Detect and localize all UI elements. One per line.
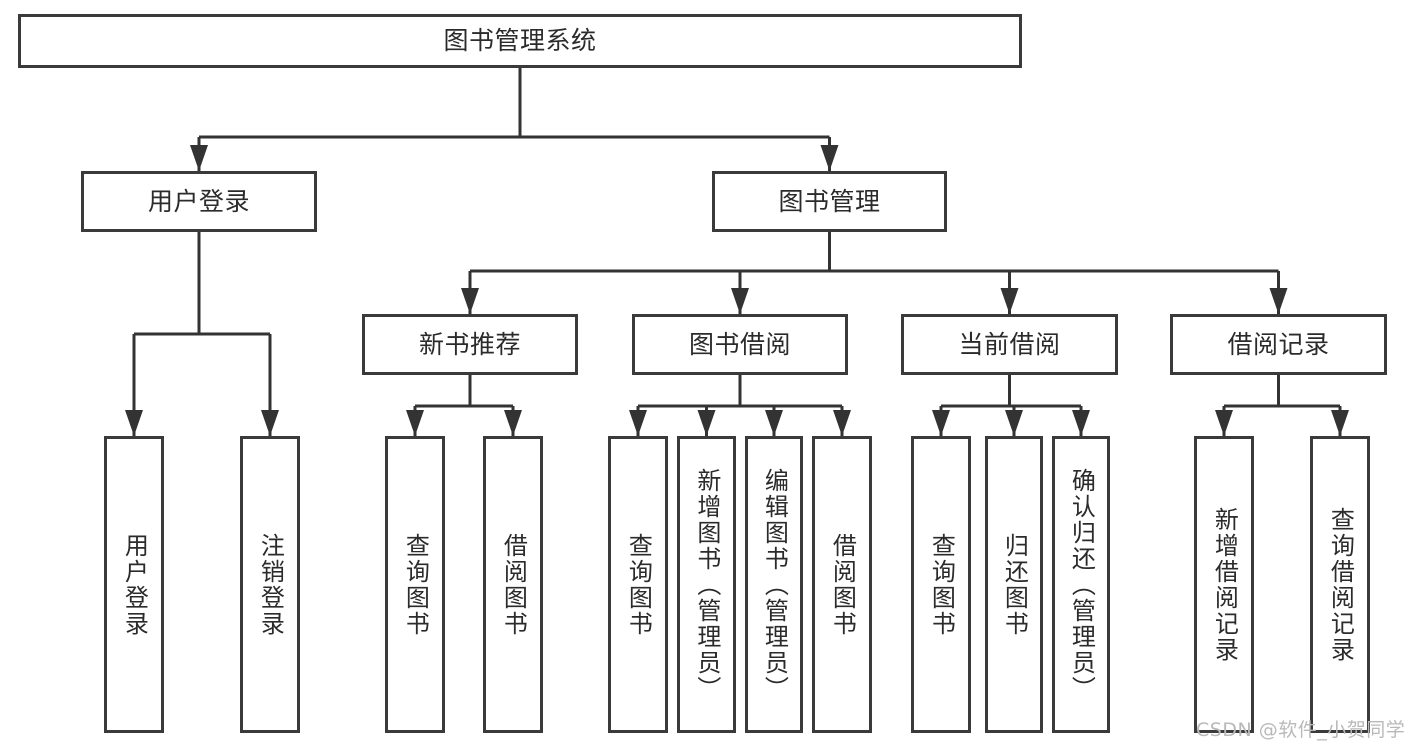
- arrowhead-icon-leaf-query-book-3: [932, 410, 950, 436]
- node-book-manage[interactable]: 图书管理: [712, 171, 947, 232]
- arrowhead-icon-leaf-return-book: [1005, 410, 1023, 436]
- arrowhead-icon-new-book-recommend: [461, 288, 479, 314]
- node-leaf-edit-book[interactable]: 编辑图书（管理员）: [745, 436, 803, 733]
- arrowhead-icon-leaf-add-record: [1215, 410, 1233, 436]
- arrowhead-icon-leaf-confirm-return: [1072, 410, 1090, 436]
- arrowhead-icon-user-login: [190, 145, 208, 171]
- node-leaf-borrow-book-1[interactable]: 借阅图书: [483, 436, 543, 733]
- node-label-root: 图书管理系统: [443, 26, 597, 55]
- node-label-leaf-query-record: 查询借阅记录: [1326, 506, 1355, 663]
- node-label-leaf-edit-book: 编辑图书（管理员）: [760, 467, 789, 702]
- node-leaf-user-login[interactable]: 用户登录: [104, 436, 164, 733]
- node-leaf-confirm-return[interactable]: 确认归还（管理员）: [1052, 436, 1110, 733]
- node-label-leaf-borrow-book-1: 借阅图书: [499, 532, 528, 637]
- arrowhead-icon-current-borrow: [1000, 288, 1019, 314]
- node-label-leaf-logout: 注销登录: [256, 532, 285, 637]
- node-leaf-query-book-2[interactable]: 查询图书: [608, 436, 668, 733]
- csdn-watermark: CSDN @软件_小贺同学: [1196, 719, 1405, 741]
- node-label-user-login: 用户登录: [147, 186, 250, 216]
- arrowhead-icon-leaf-query-book-2: [629, 410, 647, 436]
- node-leaf-return-book[interactable]: 归还图书: [985, 436, 1043, 733]
- arrowhead-icon-leaf-query-record: [1331, 410, 1349, 436]
- arrowhead-icon-book-manage: [820, 145, 839, 171]
- node-label-leaf-query-book-1: 查询图书: [401, 532, 430, 637]
- node-label-leaf-query-book-3: 查询图书: [927, 532, 956, 637]
- arrowhead-icon-leaf-edit-book: [765, 410, 783, 436]
- node-leaf-add-book[interactable]: 新增图书（管理员）: [677, 436, 736, 733]
- node-book-borrow[interactable]: 图书借阅: [632, 314, 848, 375]
- node-user-login[interactable]: 用户登录: [81, 171, 317, 232]
- node-current-borrow[interactable]: 当前借阅: [901, 314, 1118, 375]
- node-label-leaf-add-book: 新增图书（管理员）: [692, 467, 721, 702]
- node-borrow-record[interactable]: 借阅记录: [1170, 314, 1387, 375]
- arrowhead-icon-borrow-record: [1269, 288, 1288, 314]
- node-root[interactable]: 图书管理系统: [18, 14, 1022, 68]
- node-label-leaf-return-book: 归还图书: [1000, 532, 1029, 637]
- node-label-leaf-add-record: 新增借阅记录: [1210, 506, 1239, 663]
- arrowhead-icon-leaf-user-login: [125, 410, 143, 436]
- node-label-leaf-user-login: 用户登录: [120, 532, 149, 637]
- node-leaf-query-book-1[interactable]: 查询图书: [385, 436, 445, 733]
- node-leaf-query-record[interactable]: 查询借阅记录: [1310, 436, 1370, 733]
- arrowhead-icon-leaf-borrow-book-2: [833, 410, 851, 436]
- node-label-book-manage: 图书管理: [778, 186, 881, 216]
- node-label-current-borrow: 当前借阅: [958, 329, 1061, 359]
- arrowhead-icon-leaf-add-book: [697, 410, 716, 436]
- node-leaf-borrow-book-2[interactable]: 借阅图书: [812, 436, 872, 733]
- arrowhead-icon-leaf-query-book-1: [406, 410, 424, 436]
- node-label-leaf-query-book-2: 查询图书: [624, 532, 653, 637]
- arrowhead-icon-leaf-logout: [261, 410, 279, 436]
- node-leaf-add-record[interactable]: 新增借阅记录: [1194, 436, 1254, 733]
- arrowhead-icon-leaf-borrow-book-1: [504, 410, 522, 436]
- node-leaf-logout[interactable]: 注销登录: [240, 436, 300, 733]
- node-new-book-recommend[interactable]: 新书推荐: [362, 314, 578, 375]
- node-label-new-book-recommend: 新书推荐: [418, 329, 521, 359]
- node-leaf-query-book-3[interactable]: 查询图书: [911, 436, 971, 733]
- arrowhead-icon-book-borrow: [731, 288, 749, 314]
- node-label-leaf-borrow-book-2: 借阅图书: [828, 532, 857, 637]
- node-label-leaf-confirm-return: 确认归还（管理员）: [1067, 467, 1096, 702]
- node-label-book-borrow: 图书借阅: [688, 329, 791, 359]
- node-label-borrow-record: 借阅记录: [1227, 329, 1330, 359]
